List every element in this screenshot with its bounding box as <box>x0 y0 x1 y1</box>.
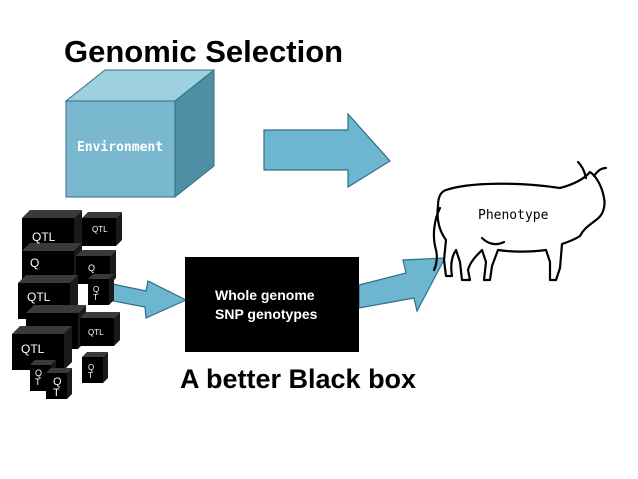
environment-label: Environment <box>76 140 164 155</box>
qtl-label: QTL <box>88 328 104 337</box>
arrow-blackbox-to-phenotype <box>358 257 447 313</box>
page-title: Genomic Selection <box>64 34 344 69</box>
qtl-label: QTL <box>32 230 56 244</box>
qtl-label: Q T <box>35 368 43 387</box>
black-box-line-1: Whole genome <box>215 287 315 303</box>
environment-cube-front <box>65 100 176 198</box>
phenotype-label: Phenotype <box>478 208 549 223</box>
qtl-label: Q T <box>88 363 95 380</box>
black-box-caption: A better Black box <box>180 364 417 394</box>
black-box-line-2: SNP genotypes <box>215 306 318 322</box>
qtl-label: Q <box>30 256 40 270</box>
black-box: Whole genome SNP genotypes <box>185 257 359 352</box>
qtl-cube <box>88 274 114 305</box>
qtl-label: Q <box>88 263 96 273</box>
qtl-label: QTL <box>92 225 108 234</box>
arrow-environment-to-phenotype <box>263 112 391 189</box>
qtl-label: QTL <box>27 290 51 304</box>
qtl-label: Q T <box>53 376 62 399</box>
qtl-label: QTL <box>21 342 45 356</box>
cow-illustration <box>432 160 608 282</box>
arrow-qtl-to-blackbox <box>107 280 188 319</box>
qtl-label: Q T <box>93 285 100 302</box>
